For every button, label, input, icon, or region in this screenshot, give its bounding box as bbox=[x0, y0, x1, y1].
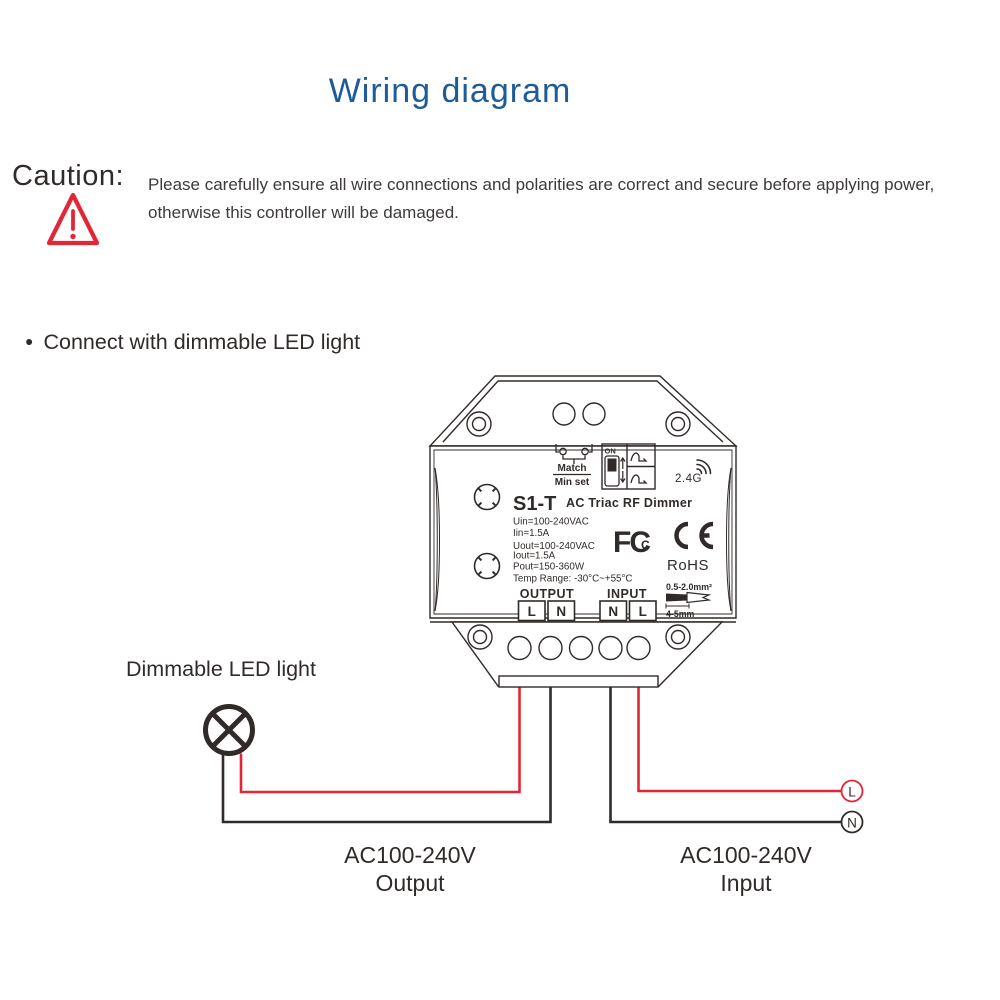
live-node-letter: L bbox=[848, 785, 856, 800]
input-live-wire bbox=[637, 659, 841, 793]
match-label: Match bbox=[558, 463, 587, 474]
wire-strip-icon bbox=[665, 591, 712, 609]
terminal-input-n bbox=[598, 635, 623, 661]
terminal-bar bbox=[498, 675, 659, 688]
fcc-mark-icon: FC bbox=[613, 526, 650, 559]
dimmer-device bbox=[203, 375, 864, 834]
section-heading-label: Connect with dimmable LED light bbox=[43, 330, 361, 354]
dip-slider-track bbox=[604, 455, 620, 487]
spec-iout: Iout=1.5A bbox=[513, 551, 556, 562]
ring-bottom-right-hole bbox=[670, 629, 686, 645]
ring-top-right bbox=[665, 411, 691, 437]
terminal-output-l bbox=[507, 635, 532, 661]
caution-label: Caution: bbox=[12, 160, 125, 192]
input-neutral-wire bbox=[609, 659, 841, 824]
top-knob-left bbox=[552, 402, 576, 426]
wifi-icon bbox=[696, 459, 712, 475]
input-caption-word: Input bbox=[720, 870, 772, 896]
strip-length-label: 4-5mm bbox=[666, 609, 695, 619]
rohs-label: RoHS bbox=[667, 557, 709, 574]
bullet-icon: ● bbox=[25, 333, 34, 349]
input-n-box bbox=[599, 600, 628, 622]
ce-mark-icon bbox=[674, 521, 714, 550]
wires bbox=[221, 659, 841, 824]
rf-label: 2.4G bbox=[675, 473, 702, 485]
dip-slider-knob bbox=[607, 458, 617, 472]
neutral-node-circle bbox=[840, 810, 864, 834]
live-node-circle bbox=[840, 779, 864, 803]
bottom-terminals bbox=[507, 635, 651, 661]
device-top-flap-inner-line bbox=[442, 380, 724, 443]
arrow-up-icon bbox=[620, 456, 626, 469]
arrow-down-icon bbox=[620, 471, 626, 484]
warning-triangle-outline bbox=[46, 192, 100, 246]
device-texts: Match Min set ON 2.4G S1-T AC Triac RF D… bbox=[513, 447, 712, 620]
dip-switch bbox=[601, 443, 656, 490]
output-live-wire bbox=[239, 659, 521, 794]
caution-text-line1: Please carefully ensure all wire connect… bbox=[148, 175, 935, 194]
output-label: OUTPUT bbox=[520, 587, 574, 601]
output-n-box bbox=[547, 600, 576, 622]
output-n-letter: N bbox=[556, 604, 566, 619]
section-heading: ● Connect with dimmable LED light bbox=[25, 330, 360, 355]
output-caption-word: Output bbox=[375, 870, 445, 896]
spec-uin: Uin=100-240VAC bbox=[513, 517, 589, 528]
warning-triangle-icon bbox=[46, 192, 100, 246]
terminal-label-boxes bbox=[517, 600, 657, 622]
ring-top-left bbox=[466, 411, 492, 437]
terminal-unused bbox=[568, 635, 594, 661]
spec-pout: Pout=150-360W bbox=[513, 562, 585, 573]
screw-bottom bbox=[473, 552, 501, 580]
right-edge-curve-2 bbox=[728, 467, 732, 612]
input-l-letter: L bbox=[639, 604, 647, 619]
match-button-icon bbox=[555, 444, 593, 464]
output-l-letter: L bbox=[528, 604, 536, 619]
load-label: Dimmable LED light bbox=[126, 657, 316, 681]
leading-edge-waveform-icon bbox=[630, 452, 648, 462]
wire-gauge-label: 0.5-2.0mm² bbox=[666, 582, 712, 592]
input-label: INPUT bbox=[607, 587, 647, 601]
device-plate-inner-line bbox=[433, 449, 733, 615]
device-plate bbox=[429, 445, 737, 619]
spec-uout: Uout=100-240VAC bbox=[513, 541, 595, 552]
output-caption-voltage: AC100-240V bbox=[344, 842, 476, 868]
ring-top-right-hole bbox=[670, 416, 686, 432]
top-knob-right bbox=[582, 402, 606, 426]
input-l-box bbox=[628, 600, 657, 622]
fcc-mark-small-c: C bbox=[641, 538, 650, 552]
min-set-label: Min set bbox=[555, 477, 590, 488]
spec-iin: Iin=1.5A bbox=[513, 528, 550, 539]
right-edge-curve bbox=[726, 467, 732, 612]
left-edge-curve bbox=[434, 467, 440, 612]
wiring-texts: Dimmable LED light L N AC100-240V Output… bbox=[126, 657, 857, 896]
mounting-rings bbox=[466, 411, 691, 650]
trailing-edge-waveform-icon bbox=[630, 474, 648, 484]
neutral-node-letter: N bbox=[847, 816, 857, 831]
input-n-letter: N bbox=[608, 604, 618, 619]
output-l-box bbox=[517, 600, 546, 622]
dip-on-label: ON bbox=[605, 447, 616, 456]
output-neutral-wire bbox=[221, 659, 552, 824]
page-title: Wiring diagram bbox=[328, 72, 572, 110]
device-name-label: AC Triac RF Dimmer bbox=[566, 496, 692, 510]
ring-bottom-left bbox=[467, 624, 493, 650]
ring-top-left-hole bbox=[471, 416, 487, 432]
terminal-output-n bbox=[538, 635, 563, 661]
lamp-icon bbox=[203, 704, 255, 756]
model-label: S1-T bbox=[513, 493, 556, 515]
ring-bottom-left-hole bbox=[472, 629, 488, 645]
warning-exclamation-dot bbox=[70, 233, 76, 240]
screw-top bbox=[473, 483, 501, 511]
ring-bottom-right bbox=[665, 624, 691, 650]
caution-text-line2: otherwise this controller will be damage… bbox=[148, 203, 459, 222]
terminal-input-l bbox=[626, 635, 651, 661]
input-caption-voltage: AC100-240V bbox=[680, 842, 812, 868]
spec-temp-range: Temp Range: -30°C~+55°C bbox=[513, 574, 632, 585]
left-edge-curve-2 bbox=[434, 467, 438, 612]
